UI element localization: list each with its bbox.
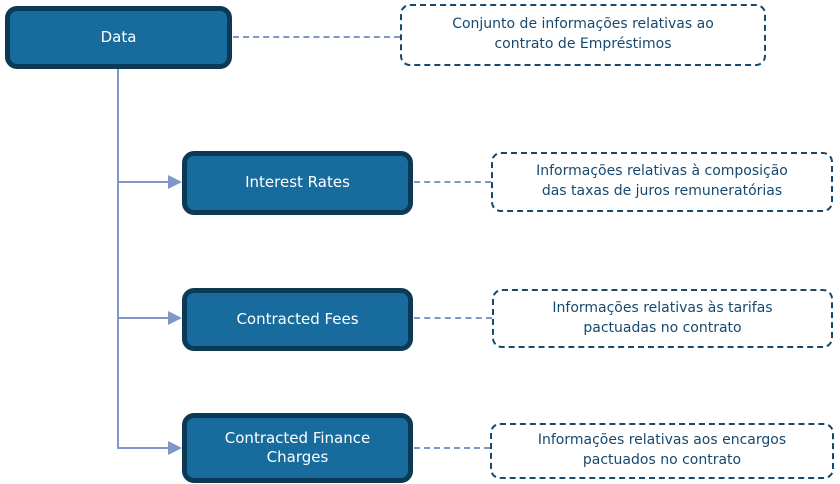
callout-interest-rates-note: Informações relativas à composição das t…: [491, 152, 833, 212]
callout-contracted-finance-charges-note: Informações relativas aos encargos pactu…: [490, 423, 834, 479]
note-connector-contracted-fees: [414, 317, 492, 319]
arrowhead-icon: [168, 441, 182, 455]
node-contracted-finance-charges-label: Contracted Finance Charges: [224, 428, 371, 467]
callout-data-note: Conjunto de informações relativas ao con…: [400, 4, 766, 66]
arrowhead-icon: [168, 175, 182, 189]
node-contracted-finance-charges: Contracted Finance Charges: [182, 413, 413, 483]
connector-branch-contracted-fees: [117, 317, 168, 319]
node-data: Data: [5, 6, 232, 69]
connector-branch-interest-rates: [117, 181, 168, 183]
node-data-label: Data: [100, 27, 137, 46]
connector-vertical-line: [117, 68, 119, 449]
callout-contracted-fees-note: Informações relativas às tarifas pactuad…: [492, 289, 833, 348]
arrowhead-icon: [168, 311, 182, 325]
callout-contracted-finance-charges-note-text: Informações relativas aos encargos pactu…: [537, 432, 787, 468]
note-connector-data: [233, 36, 400, 38]
node-interest-rates-label: Interest Rates: [245, 173, 350, 192]
note-connector-interest-rates: [414, 181, 491, 183]
note-connector-contracted-finance-charges: [414, 447, 490, 449]
node-interest-rates: Interest Rates: [182, 151, 413, 215]
connector-branch-contracted-finance-charges: [117, 447, 168, 449]
callout-contracted-fees-note-text: Informações relativas às tarifas pactuad…: [552, 299, 773, 336]
callout-data-note-text: Conjunto de informações relativas ao con…: [452, 16, 714, 52]
callout-interest-rates-note-text: Informações relativas à composição das t…: [536, 163, 788, 199]
node-contracted-fees: Contracted Fees: [182, 288, 413, 351]
node-contracted-fees-label: Contracted Fees: [236, 309, 359, 328]
